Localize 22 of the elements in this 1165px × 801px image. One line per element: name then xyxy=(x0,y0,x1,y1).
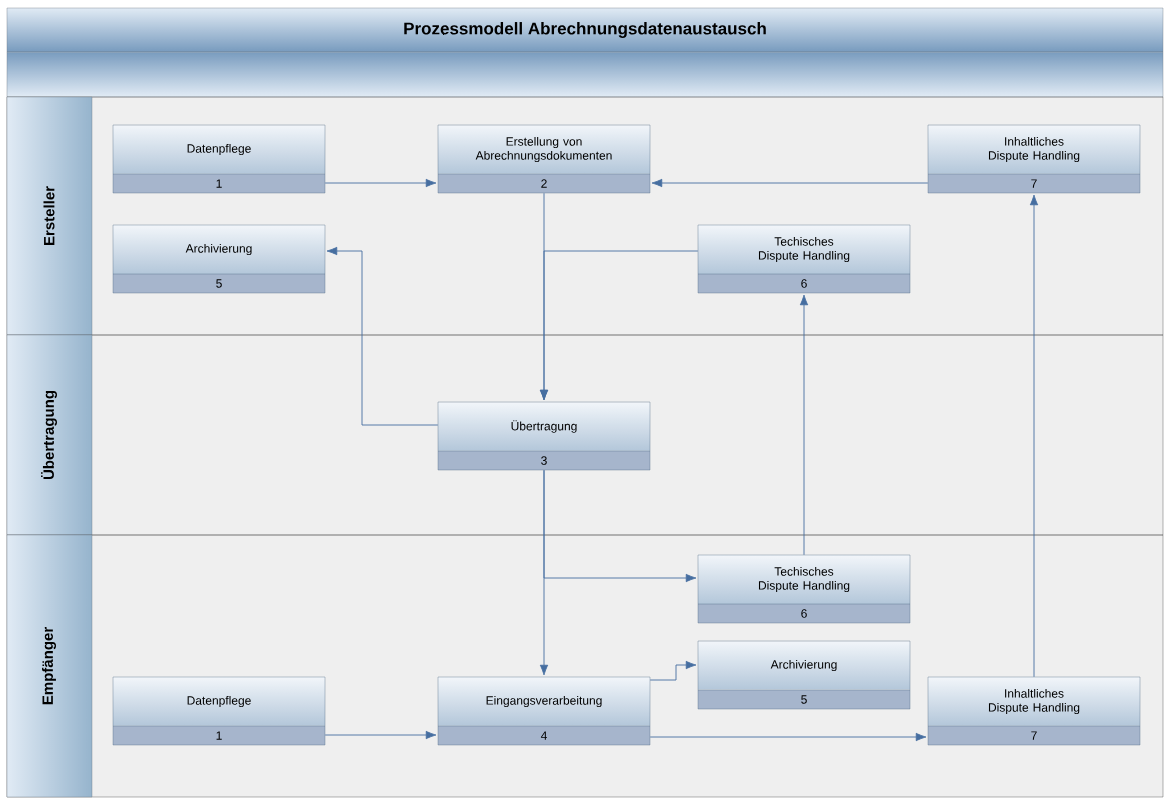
process-box: Archivierung 5 xyxy=(697,640,911,710)
arrow xyxy=(649,660,697,681)
process-box: Eingangsverarbeitung 4 xyxy=(437,676,651,746)
arrow xyxy=(324,730,437,740)
arrow xyxy=(649,732,927,742)
process-box: Datenpflege 1 xyxy=(112,124,326,194)
process-box: Archivierung 5 xyxy=(112,224,326,294)
process-box: Datenpflege 1 xyxy=(112,676,326,746)
arrow xyxy=(799,294,809,556)
arrow xyxy=(1029,194,1039,678)
process-box: Erstellung von Abrechnungsdokumenten 2 xyxy=(437,124,651,194)
arrow xyxy=(324,178,437,188)
title-band: Prozessmodell Abrechnungsdatenaustausch xyxy=(6,7,1164,53)
process-box: Inhaltliches Dispute Handling 7 xyxy=(927,124,1141,194)
arrow xyxy=(539,250,699,401)
process-box: Übertragung 3 xyxy=(437,401,651,471)
process-box: Techisches Dispute Handling 6 xyxy=(697,224,911,294)
arrow xyxy=(543,469,697,583)
arrow xyxy=(651,178,929,188)
process-box: Inhaltliches Dispute Handling 7 xyxy=(927,676,1141,746)
arrow xyxy=(326,246,439,426)
process-box: Techisches Dispute Handling 6 xyxy=(697,554,911,624)
